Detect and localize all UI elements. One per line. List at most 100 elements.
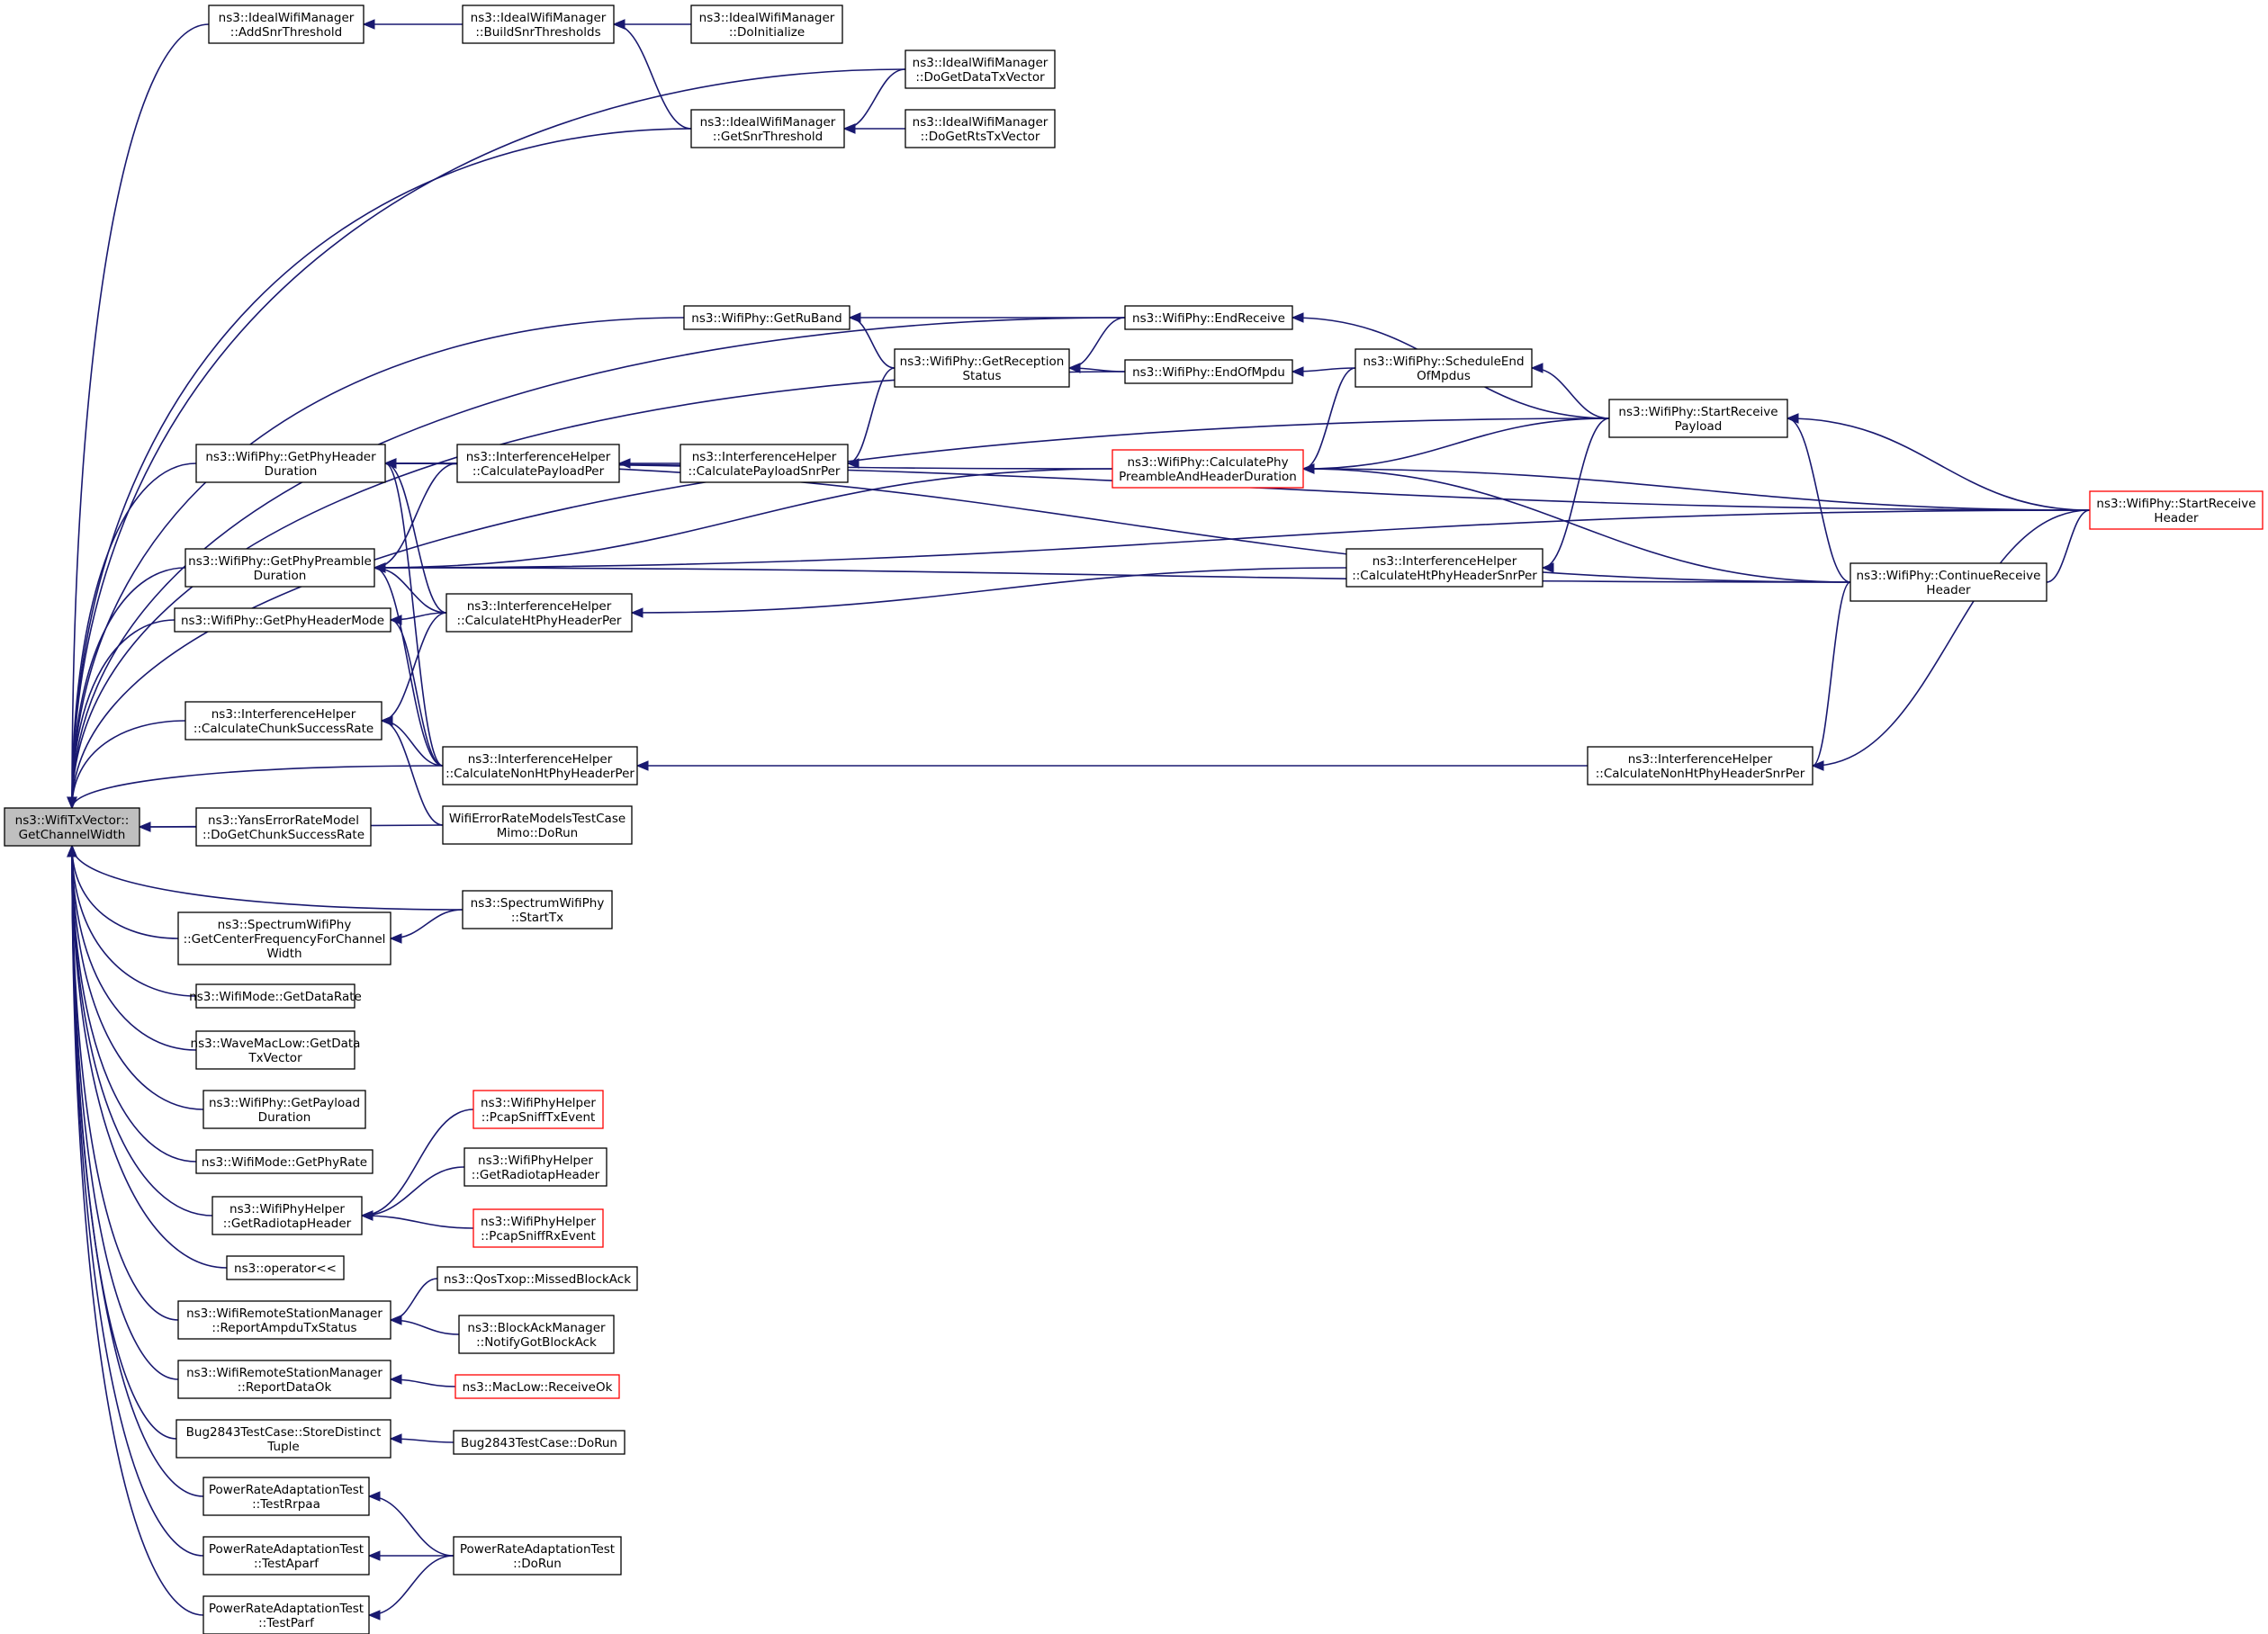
graph-node-spectrumstarttx[interactable]: ns3::SpectrumWifiPhy::StartTx — [462, 890, 613, 929]
graph-node-buildsnr[interactable]: ns3::IdealWifiManager::BuildSnrThreshold… — [462, 4, 615, 44]
graph-node-addsnr[interactable]: ns3::IdealWifiManager::AddSnrThreshold — [208, 4, 364, 44]
graph-node-calcpayloadsnrper[interactable]: ns3::InterferenceHelper::CalculatePayloa… — [680, 444, 849, 483]
graph-node-getdatarate[interactable]: ns3::WifiMode::GetDataRate — [189, 983, 362, 1009]
node-label: ::CalculateHtPhyHeaderSnrPer — [1352, 569, 1537, 583]
node-label: ::GetSnrThreshold — [713, 130, 823, 144]
graph-node-notifygotblockack[interactable]: ns3::BlockAckManager::NotifyGotBlockAck — [458, 1315, 615, 1354]
call-edge — [71, 317, 685, 809]
node-box — [453, 1430, 626, 1455]
graph-node-getruband[interactable]: ns3::WifiPhy::GetRuBand — [683, 305, 850, 330]
graph-node-testaparf[interactable]: PowerRateAdaptationTest::TestAparf — [202, 1536, 370, 1576]
node-label: ns3::WifiPhy::StartReceive — [1618, 405, 1778, 419]
arrowhead — [635, 760, 649, 771]
graph-node-pratedorun[interactable]: PowerRateAdaptationTest::DoRun — [453, 1536, 622, 1576]
node-label: ::PcapSniffTxEvent — [482, 1110, 596, 1125]
arrowhead — [389, 1433, 402, 1444]
call-edge — [361, 1109, 474, 1217]
node-label: ns3::MacLow::ReceiveOk — [463, 1380, 613, 1395]
graph-node-reportdataok[interactable]: ns3::WifiRemoteStationManager::ReportDat… — [177, 1360, 392, 1399]
node-label: Duration — [258, 1110, 311, 1125]
node-label: ns3::WifiPhyHelper — [230, 1202, 345, 1217]
node-box — [195, 1030, 356, 1070]
graph-node-pcapsnifftx[interactable]: ns3::WifiPhyHelper::PcapSniffTxEvent — [472, 1090, 604, 1129]
call-edge — [1302, 468, 2091, 511]
graph-node-calcnonhtper[interactable]: ns3::InterferenceHelper::CalculateNonHtP… — [442, 746, 638, 786]
graph-node-wavemaclow[interactable]: ns3::WaveMacLow::GetDataTxVector — [191, 1030, 361, 1070]
graph-node-yanserr[interactable]: ns3::YansErrorRateModel::DoGetChunkSucce… — [195, 807, 372, 847]
node-label: ns3::InterferenceHelper — [1372, 554, 1517, 569]
graph-node-root[interactable]: ns3::WifiTxVector::GetChannelWidth — [4, 807, 140, 847]
call-edge — [1302, 417, 1610, 470]
graph-node-reportampdu[interactable]: ns3::WifiRemoteStationManager::ReportAmp… — [177, 1300, 392, 1340]
node-label: ns3::InterferenceHelper — [212, 707, 356, 722]
node-label: ns3::WifiPhyHelper — [481, 1215, 596, 1229]
graph-node-doinit[interactable]: ns3::IdealWifiManager::DoInitialize — [690, 4, 843, 44]
node-label: ns3::WifiPhyHelper — [481, 1096, 596, 1110]
node-label: ::CalculatePayloadSnrPer — [688, 464, 841, 479]
call-edge — [384, 462, 1851, 583]
graph-node-pcapsniffrx[interactable]: ns3::WifiPhyHelper::PcapSniffRxEvent — [472, 1208, 604, 1248]
call-edge — [384, 462, 447, 614]
node-label: ns3::SpectrumWifiPhy — [218, 918, 352, 932]
graph-node-getphyheadermode[interactable]: ns3::WifiPhy::GetPhyHeaderMode — [174, 607, 392, 633]
node-label: ns3::WifiPhy::GetPhyPreamble — [188, 554, 372, 569]
node-box — [683, 305, 850, 330]
node-label: Duration — [265, 464, 318, 479]
node-label: ns3::IdealWifiManager — [913, 56, 1048, 70]
arrowhead — [380, 715, 393, 726]
arrowhead — [138, 821, 151, 832]
graph-node-calcchunk[interactable]: ns3::InterferenceHelper::CalculateChunkS… — [184, 701, 382, 741]
graph-node-spectrumcenter[interactable]: ns3::SpectrumWifiPhy::GetCenterFrequency… — [177, 911, 392, 965]
graph-node-calchtphyheadersnrper[interactable]: ns3::InterferenceHelper::CalculateHtPhyH… — [1346, 548, 1544, 588]
graph-node-dogetrts[interactable]: ns3::IdealWifiManager::DoGetRtsTxVector — [904, 109, 1056, 148]
arrowhead — [360, 1210, 374, 1221]
graph-node-calcpayloadper[interactable]: ns3::InterferenceHelper::CalculatePayloa… — [456, 444, 620, 483]
node-label: ns3::InterferenceHelper — [1628, 752, 1773, 767]
graph-node-calchtphyheaderper[interactable]: ns3::InterferenceHelper::CalculateHtPhyH… — [446, 593, 633, 633]
graph-node-testrrpaa[interactable]: PowerRateAdaptationTest::TestRrpaa — [202, 1477, 370, 1516]
graph-node-helperradiotap[interactable]: ns3::WifiPhyHelper::GetRadiotapHeader — [464, 1147, 608, 1187]
graph-node-maclowreceiveok[interactable]: ns3::MacLow::ReceiveOk — [454, 1374, 620, 1399]
call-edge — [390, 619, 444, 767]
node-box — [2089, 490, 2264, 530]
graph-node-helperradiotap2[interactable]: ns3::WifiPhyHelper::GetRadiotapHeader — [212, 1196, 363, 1235]
node-label: ::GetCenterFrequencyForChannel — [184, 932, 386, 947]
call-edge — [71, 371, 1126, 809]
graph-node-dogetdata[interactable]: ns3::IdealWifiManager::DoGetDataTxVector — [904, 49, 1056, 89]
node-label: Header — [1926, 583, 1971, 597]
node-box — [464, 1147, 608, 1187]
graph-node-bugdorun[interactable]: Bug2843TestCase::DoRun — [453, 1430, 626, 1455]
graph-node-endreceive[interactable]: ns3::WifiPhy::EndReceive — [1124, 305, 1293, 330]
call-edge — [71, 765, 444, 809]
graph-node-getsnr[interactable]: ns3::IdealWifiManager::GetSnrThreshold — [690, 109, 845, 148]
call-edge — [71, 845, 228, 1269]
node-label: ns3::InterferenceHelper — [692, 450, 837, 464]
node-label: ::CalculatePayloadPer — [472, 464, 605, 479]
graph-node-endofmpdu[interactable]: ns3::WifiPhy::EndOfMpdu — [1124, 359, 1293, 384]
graph-node-calcnonhtsnrper[interactable]: ns3::InterferenceHelper::CalculateNonHtP… — [1587, 746, 1814, 786]
node-label: ns3::WifiMode::GetDataRate — [189, 990, 362, 1004]
graph-node-getphyrate[interactable]: ns3::WifiMode::GetPhyRate — [195, 1149, 374, 1174]
call-edge — [381, 720, 444, 826]
node-label: ns3::WifiPhy::ScheduleEnd — [1363, 355, 1524, 369]
graph-node-missedblockack[interactable]: ns3::QosTxop::MissedBlockAck — [436, 1266, 638, 1291]
call-edge — [71, 845, 177, 1440]
arrowhead — [846, 458, 860, 469]
call-edge — [71, 68, 906, 809]
call-edge — [374, 567, 1851, 583]
graph-node-testparf[interactable]: PowerRateAdaptationTest::TestParf — [202, 1595, 370, 1634]
graph-node-calcphypreamble[interactable]: ns3::WifiPhy::CalculatePhyPreambleAndHea… — [1112, 449, 1304, 489]
node-label: ns3::IdealWifiManager — [700, 115, 836, 130]
node-label: ::TestAparf — [254, 1557, 320, 1571]
graph-node-operatorll[interactable]: ns3::operator<< — [226, 1255, 345, 1280]
